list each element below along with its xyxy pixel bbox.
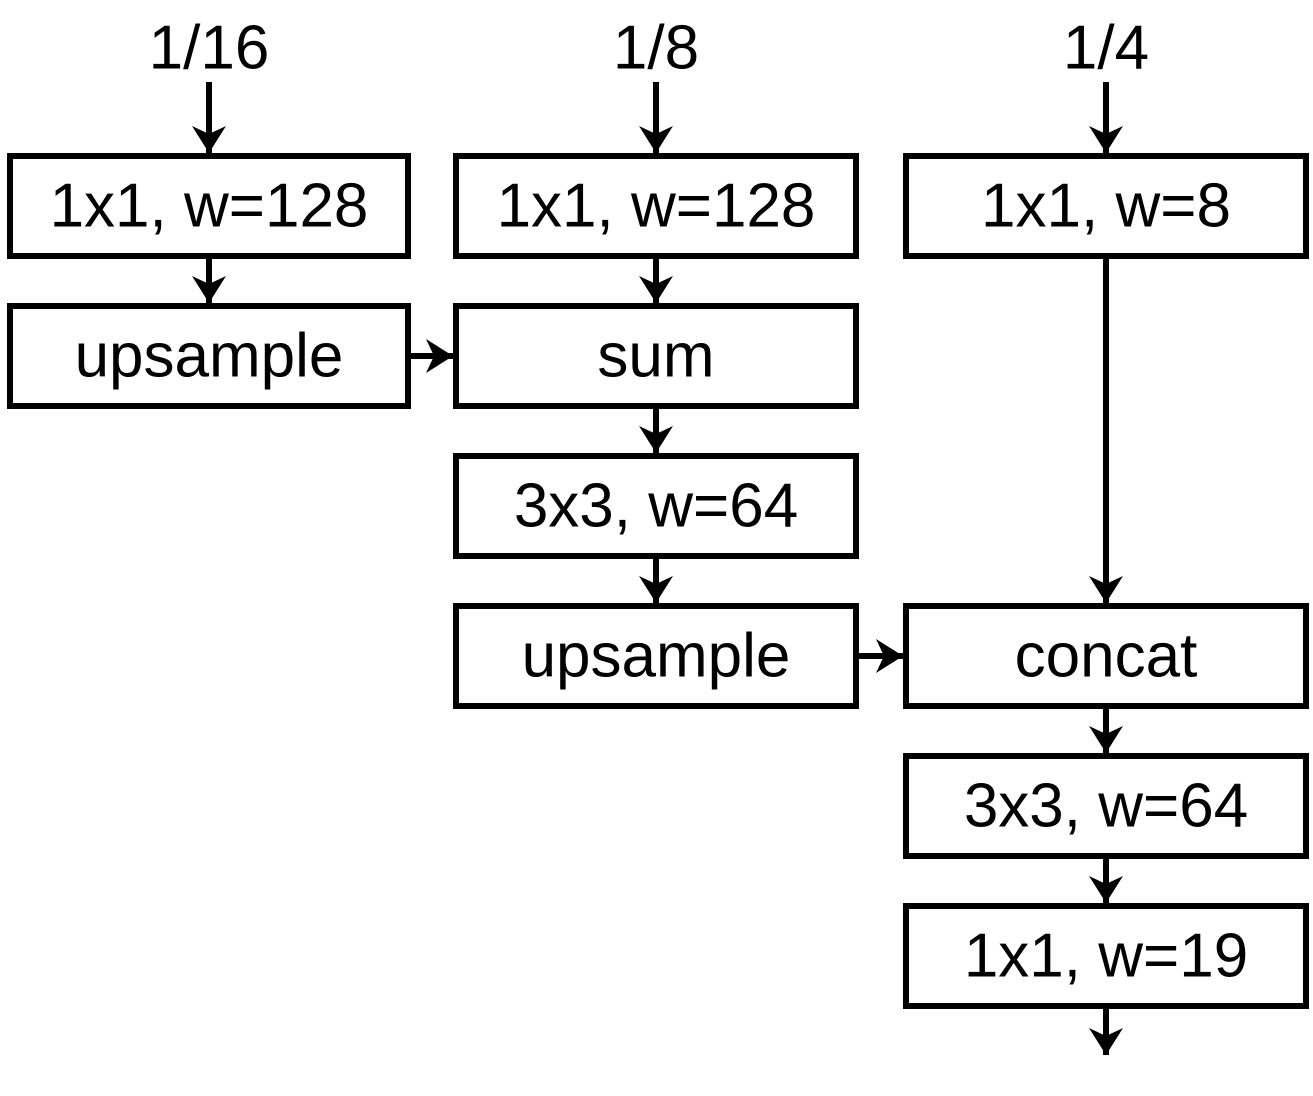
- node-conv1x1-w19-label: 1x1, w=19: [964, 922, 1248, 991]
- node-conv3x3-w64-s4-label: 3x3, w=64: [964, 772, 1248, 841]
- node-conv3x3-w64-s4-box: [903, 753, 1309, 859]
- node-conv1x1-w19-box: [903, 903, 1309, 1009]
- node-conv1x1-w8-s4-label: 1x1, w=8: [981, 172, 1231, 241]
- node-sum-box: [453, 303, 859, 409]
- node-conv3x3-w64-s8-label: 3x3, w=64: [514, 472, 798, 541]
- node-concat-box: [903, 603, 1309, 709]
- node-upsample-s8-label: upsample: [522, 622, 791, 691]
- node-conv3x3-w64-s8-box: [453, 453, 859, 559]
- node-conv1x1-w128-s16-label: 1x1, w=128: [50, 172, 369, 241]
- node-upsample-s8-box: [453, 603, 859, 709]
- node-conv1x1-w128-s8-box: [453, 153, 859, 259]
- node-upsample-s16-box: [7, 303, 411, 409]
- node-conv1x1-w128-s16-box: [7, 153, 411, 259]
- input-label-1-8: 1/8: [613, 14, 699, 83]
- input-label-1-16: 1/16: [149, 14, 270, 83]
- input-label-1-4: 1/4: [1063, 14, 1149, 83]
- node-concat-label: concat: [1015, 622, 1198, 691]
- node-upsample-s16-label: upsample: [75, 322, 344, 391]
- node-sum-label: sum: [597, 322, 714, 391]
- node-conv1x1-w8-s4-box: [903, 153, 1309, 259]
- node-conv1x1-w128-s8-label: 1x1, w=128: [497, 172, 816, 241]
